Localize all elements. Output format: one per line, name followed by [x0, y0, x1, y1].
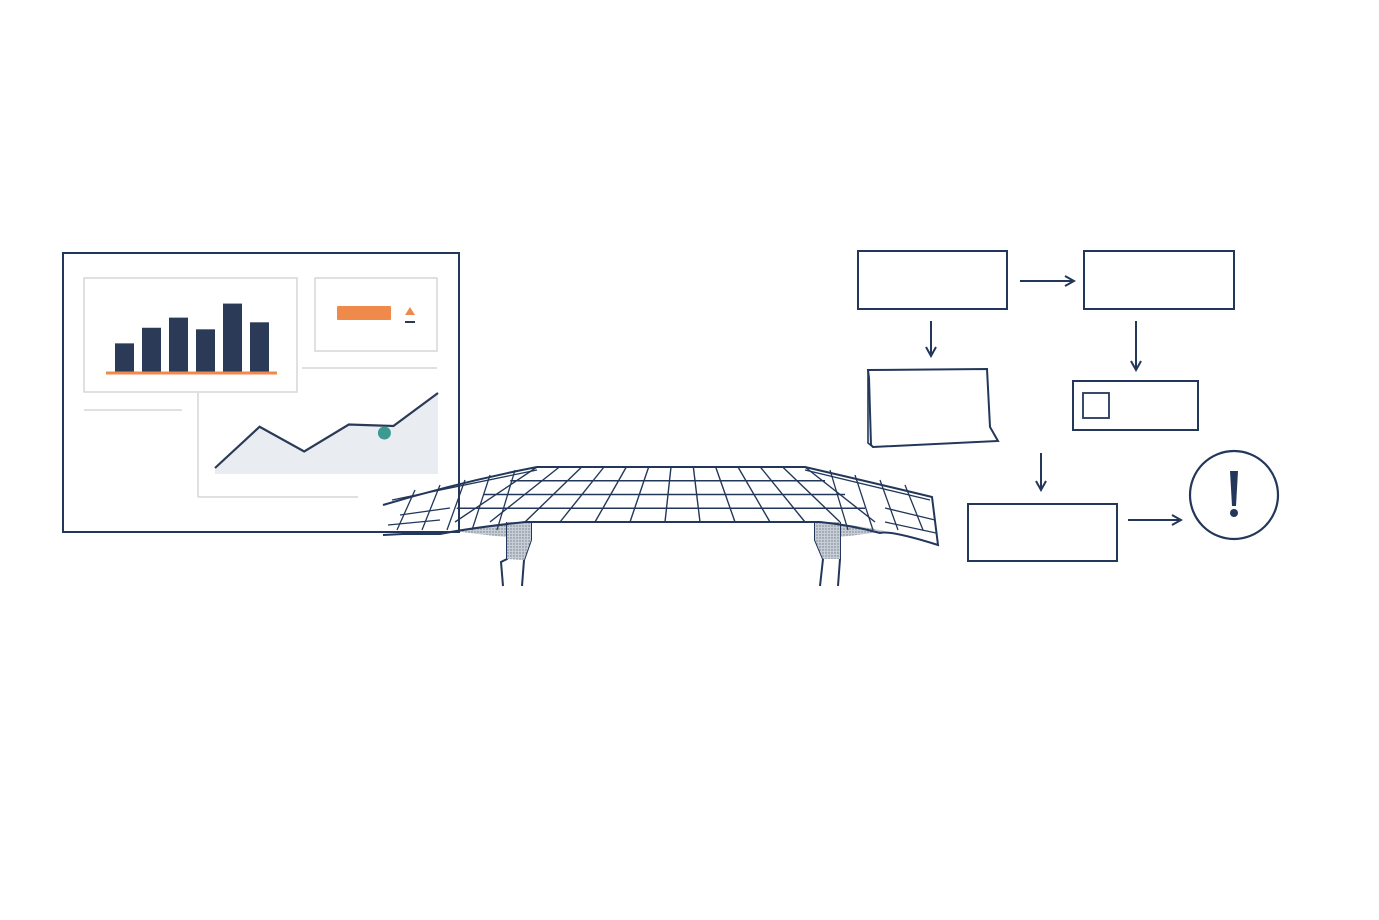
flow-node-1	[857, 250, 1008, 310]
bar-chart-bar	[196, 329, 215, 373]
line-chart-series	[214, 392, 439, 469]
kpi-card	[314, 277, 438, 352]
bridge-pier-right	[814, 522, 841, 587]
bridge-grid-line	[446, 479, 466, 531]
bar-chart-bar	[250, 322, 269, 373]
line-chart-highlight-point	[377, 426, 391, 440]
bridge-grid-line	[904, 484, 924, 531]
bridge-grid-line	[399, 507, 451, 516]
flowchart-illustration	[857, 250, 1280, 562]
checkbox-square-icon	[1082, 392, 1110, 419]
bridge-grid-line	[391, 469, 538, 501]
bar-chart-bar	[223, 303, 242, 373]
bar-chart-bars	[115, 303, 269, 373]
bar-chart-card	[83, 277, 298, 393]
bridge-grid-line	[496, 469, 516, 531]
bridge-grid-line	[471, 474, 491, 531]
bridge-deck-outline	[382, 466, 940, 547]
bar-chart-bar	[169, 317, 188, 373]
dashboard-frame	[62, 252, 460, 533]
bridge-underside-left	[455, 522, 520, 538]
up-triangle-icon	[405, 307, 415, 315]
dashboard-illustration	[62, 252, 460, 533]
bar-chart-bar	[142, 327, 161, 373]
bridge-illustration	[382, 466, 940, 587]
flow-node-4	[1072, 380, 1199, 431]
bar-chart-bar	[115, 343, 134, 373]
bridge-grid-line	[421, 484, 441, 531]
bridge-grid-line	[884, 521, 937, 534]
bridge-deck-grid	[387, 466, 937, 534]
bridge-grid-line	[804, 469, 931, 501]
bridge-grid-line	[854, 474, 874, 531]
bridge-pier-left	[499, 522, 532, 587]
bridge-grid-line	[884, 507, 936, 521]
kpi-value-bar	[337, 306, 391, 320]
line-chart-area	[215, 393, 438, 474]
flow-node-5	[967, 503, 1118, 562]
bridge-grid-line	[387, 519, 441, 526]
bridge-grid-line	[829, 469, 849, 531]
flow-node-2	[1083, 250, 1235, 310]
flow-node-3	[866, 367, 1000, 449]
line-chart-card	[197, 392, 439, 497]
exclamation-icon	[1188, 449, 1280, 541]
